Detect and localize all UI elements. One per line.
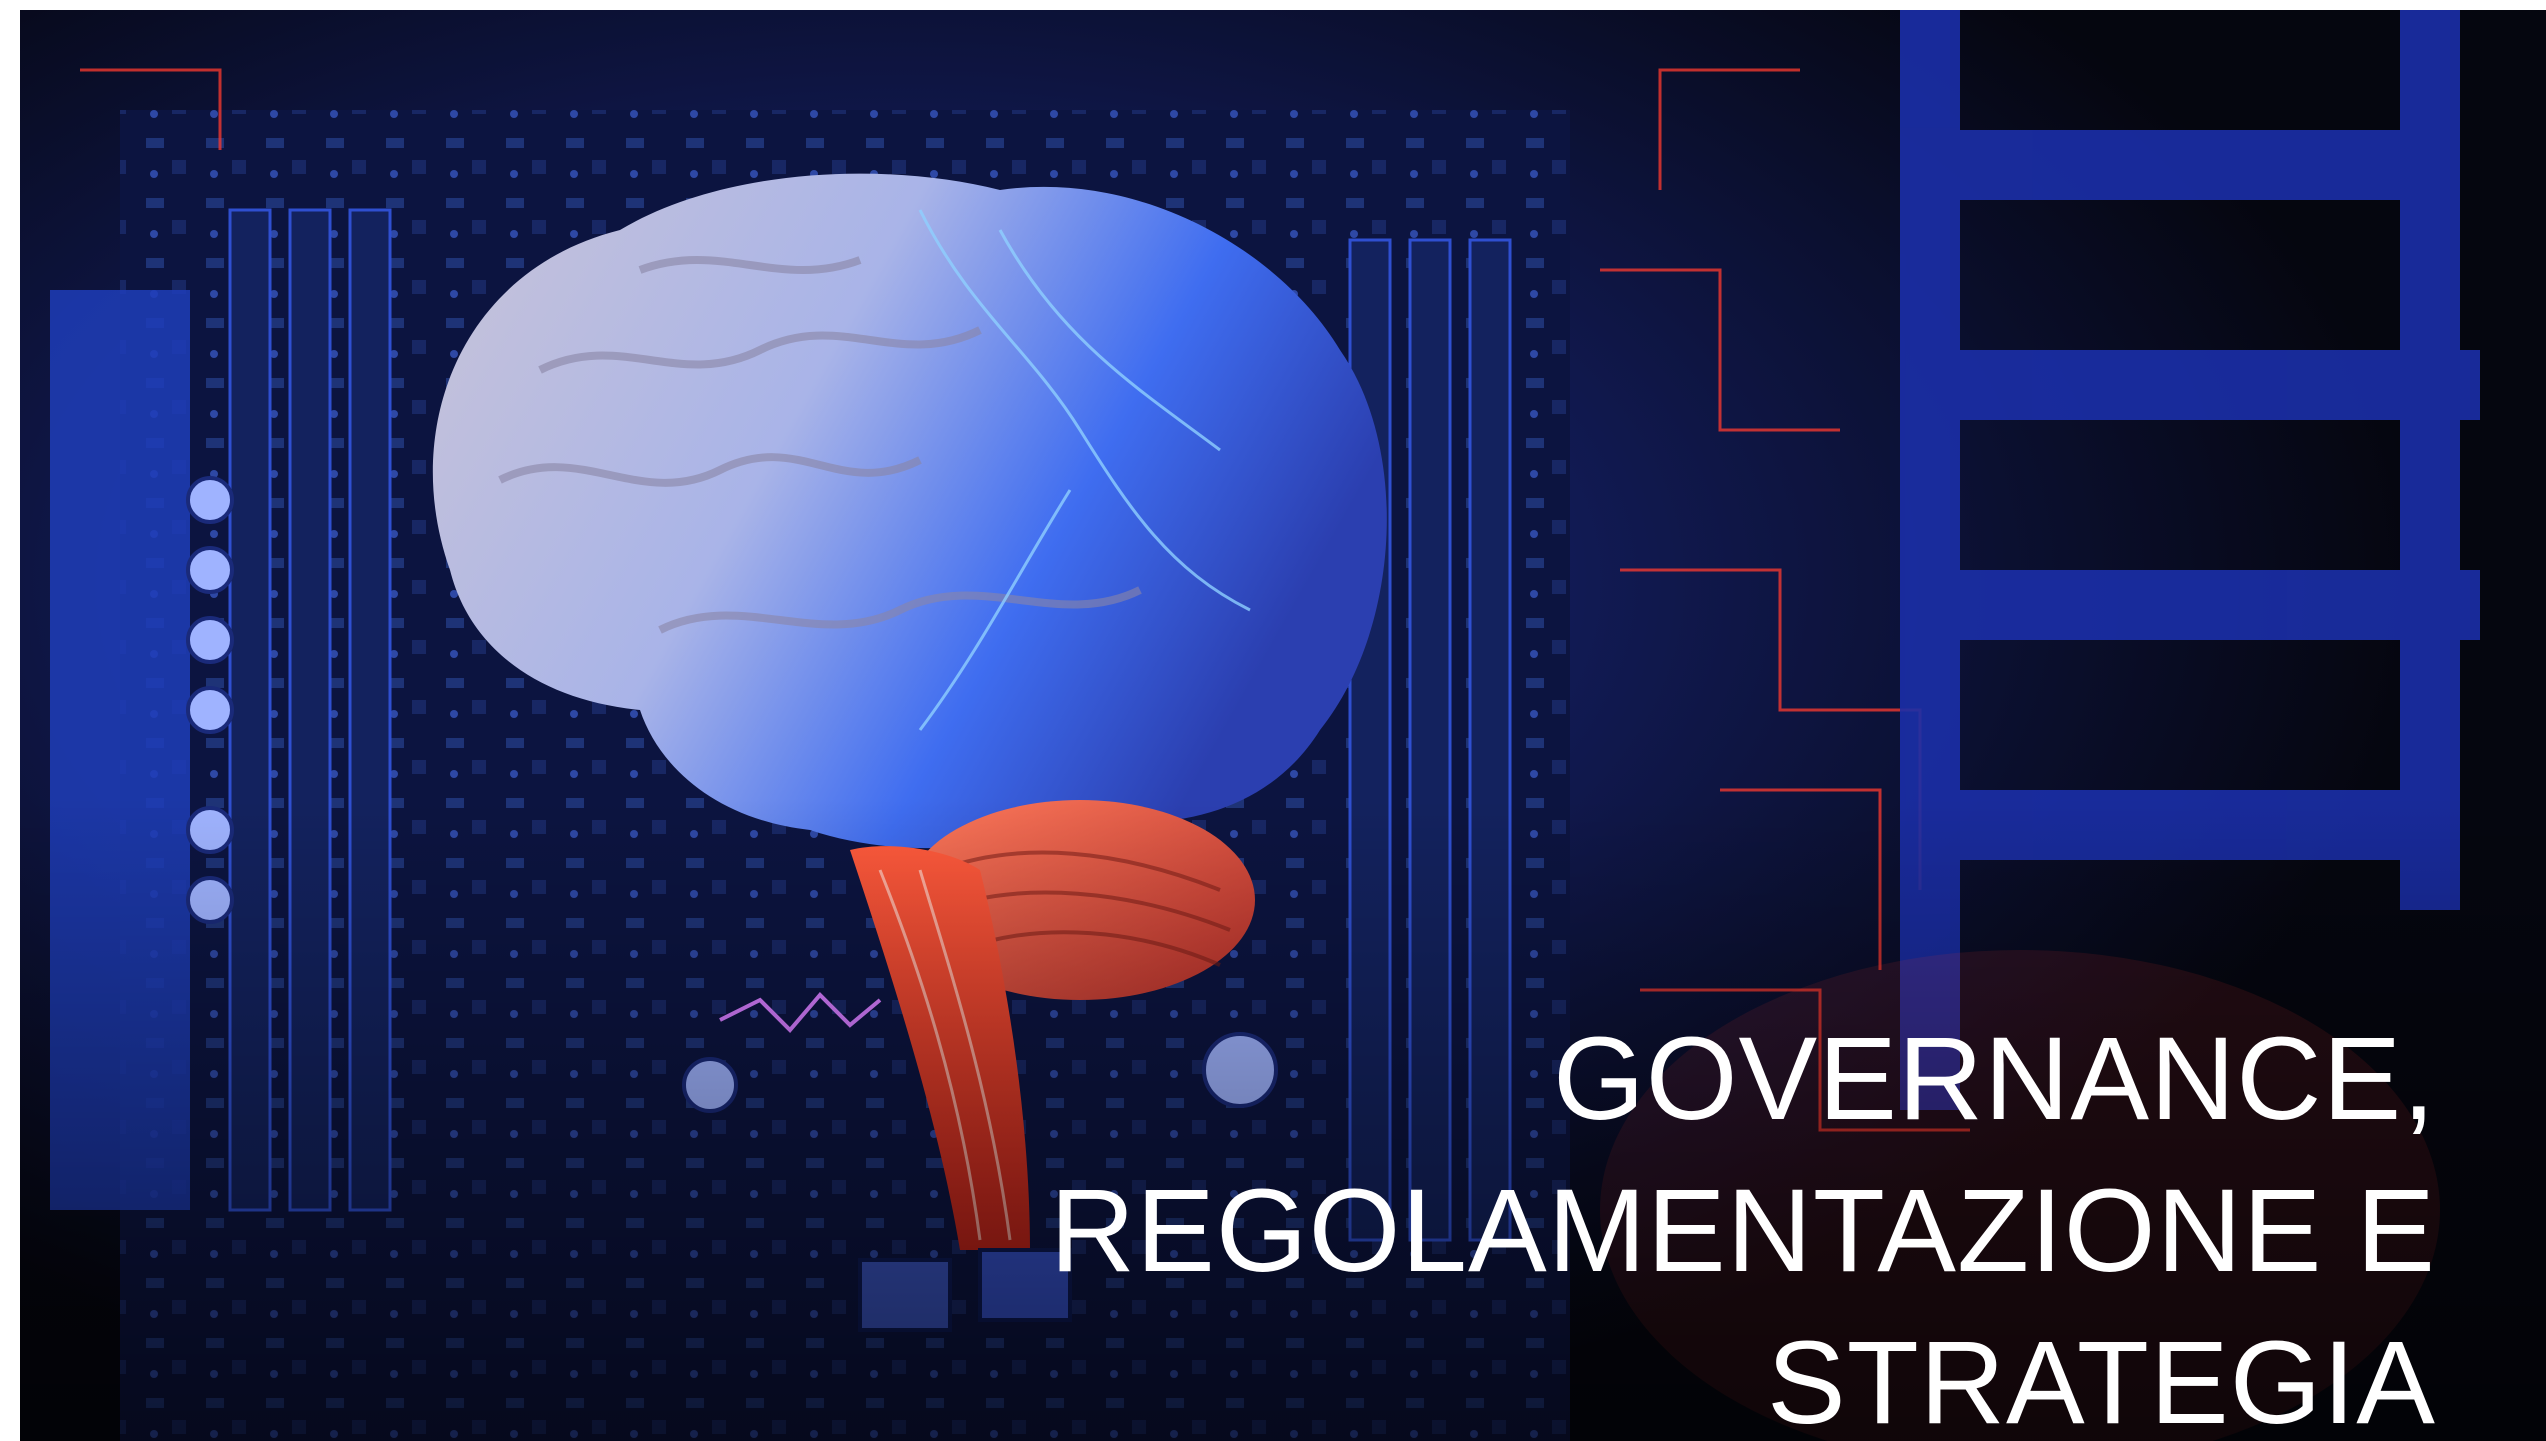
slide: GOVERNANCE, REGOLAMENTAZIONE E STRATEGIA bbox=[20, 10, 2546, 1441]
title-line-1: GOVERNANCE, bbox=[1552, 1013, 2436, 1145]
slide-title: GOVERNANCE, REGOLAMENTAZIONE E STRATEGIA bbox=[1050, 1003, 2436, 1441]
title-line-3: STRATEGIA bbox=[1766, 1317, 2436, 1441]
title-line-2: REGOLAMENTAZIONE E bbox=[1049, 1165, 2436, 1297]
bottom-shade bbox=[20, 10, 2546, 1441]
